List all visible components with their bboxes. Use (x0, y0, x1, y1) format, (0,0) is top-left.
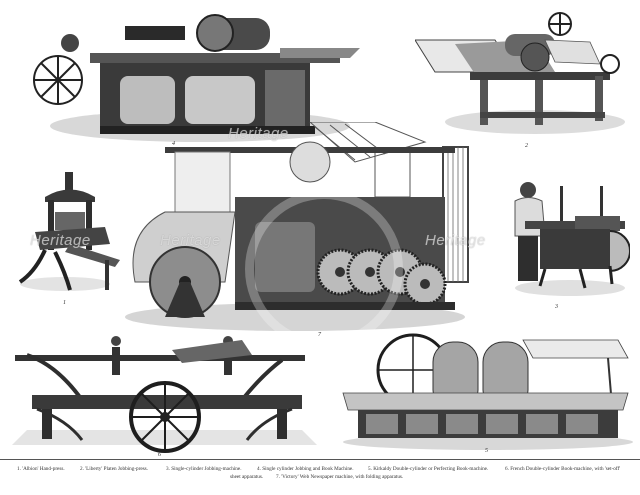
watermark-ring (245, 190, 403, 348)
figure-1-albion-hand-press (10, 172, 120, 297)
caption-item-4: 4. Single cylinder Jobbing and Book Mach… (257, 466, 354, 472)
caption-item-7: 7. 'Victory' Web Newspaper machine, with… (276, 474, 404, 480)
figure-2-liberty-platen-press (415, 12, 625, 137)
figure-4-single-cylinder-book-machine (30, 8, 360, 148)
figure-number: 6 (158, 452, 161, 458)
watermark-text: Heritage (160, 232, 221, 249)
figure-6-french-double-cylinder-machine (12, 335, 317, 453)
caption-item-6: 6. French Double-cylinder Book-machine, … (505, 466, 621, 472)
figure-5-kirkaldy-double-cylinder-machine (338, 330, 633, 450)
figure-number: 1 (63, 300, 66, 306)
plate-caption: 1. 'Albion' Hand-press. 2. 'Liberty' Pla… (0, 462, 640, 495)
caption-divider (0, 459, 640, 460)
caption-item-3: 3. Single-cylinder Jobbing-machine. (166, 466, 242, 472)
engraving-plate: 4 2 (10, 8, 633, 458)
caption-item-6-cont: sheet apparatus. (230, 474, 264, 480)
caption-item-2: 2. 'Liberty' Platen Jobbing-press. (80, 466, 148, 472)
caption-item-5: 5. Kirkaldy Double-cylinder or Perfectin… (368, 466, 489, 472)
caption-item-1: 1. 'Albion' Hand-press. (17, 466, 65, 472)
figure-number: 2 (525, 143, 528, 149)
figure-number: 5 (485, 448, 488, 454)
figure-number: 4 (172, 141, 175, 147)
watermark-text: Heritage (30, 232, 91, 249)
figure-number: 3 (555, 304, 558, 310)
watermark-text: Heritage (425, 232, 486, 249)
watermark-text: Heritage (228, 125, 289, 142)
figure-3-single-cylinder-jobbing-machine (500, 176, 630, 301)
